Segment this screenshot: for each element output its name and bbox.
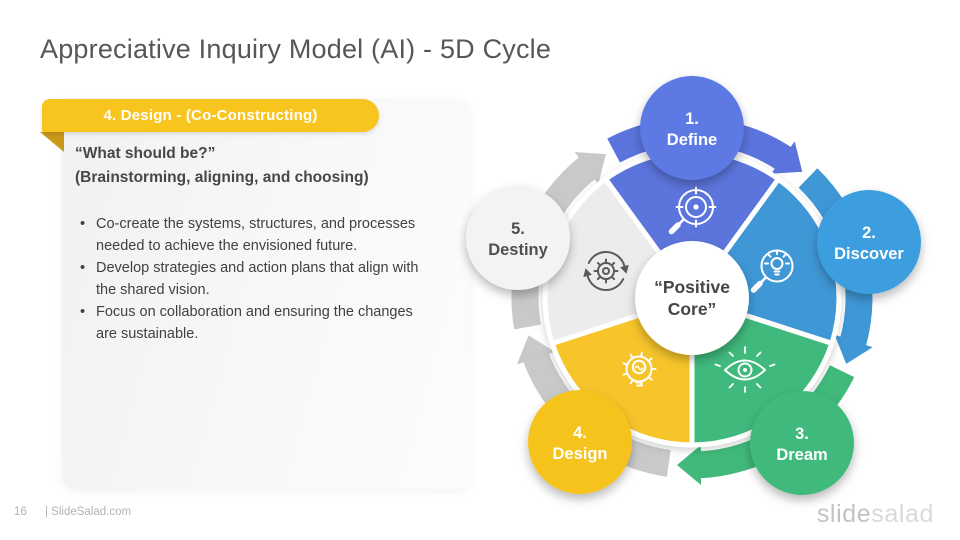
ring-arrowhead-discover xyxy=(834,334,873,364)
node-define-number: 1. xyxy=(685,110,699,128)
brand-logo-part2: salad xyxy=(871,500,934,528)
footer-site: | SlideSalad.com xyxy=(45,506,132,518)
footer: 16 | SlideSalad.com xyxy=(14,506,131,518)
node-dream-label: Dream xyxy=(776,446,827,464)
bullet-list: Co-create the systems, structures, and p… xyxy=(75,213,420,345)
positive-core-label-line2: Core” xyxy=(668,299,717,319)
target-magnifier-icon xyxy=(668,186,717,235)
vision-eye-icon xyxy=(714,346,776,393)
brand-logo-part1: slide xyxy=(816,500,872,528)
node-design-label: Design xyxy=(552,445,607,463)
node-destiny-circle xyxy=(466,186,570,290)
bulb-magnifier-icon xyxy=(750,249,794,293)
quote-line-1: “What should be?” xyxy=(75,145,216,162)
node-destiny: 5. Destiny xyxy=(466,186,570,290)
ring-arrowhead-design xyxy=(517,335,555,365)
node-design-circle xyxy=(528,390,632,494)
quote-line-2: (Brainstorming, aligning, and choosing) xyxy=(75,169,369,186)
content-panel: “What should be?” (Brainstorming, aligni… xyxy=(62,98,470,489)
positive-core-circle xyxy=(635,241,749,355)
panel-quote: “What should be?” (Brainstorming, aligni… xyxy=(75,142,369,190)
bullet-item: Focus on collaboration and ensuring the … xyxy=(75,301,420,345)
bullet-item: Develop strategies and action plans that… xyxy=(75,257,420,301)
node-dream-number: 3. xyxy=(795,425,809,443)
node-define: 1. Define xyxy=(640,76,744,180)
node-discover-number: 2. xyxy=(862,224,876,242)
badge-fold-triangle xyxy=(40,132,64,152)
positive-core-label-line1: “Positive xyxy=(654,277,730,297)
bullet-item: Co-create the systems, structures, and p… xyxy=(75,213,420,257)
gear-bulb-icon xyxy=(622,351,657,387)
footer-page-number: 16 xyxy=(14,506,27,518)
node-destiny-number: 5. xyxy=(511,220,525,238)
node-dream: 3. Dream xyxy=(750,391,854,495)
gear-cycle-icon xyxy=(583,250,629,292)
node-define-label: Define xyxy=(667,131,717,149)
cycle-diagram: “Positive Core” 1. Define 2. Discover 3.… xyxy=(466,76,921,495)
node-discover-circle xyxy=(817,190,921,294)
node-design: 4. Design xyxy=(528,390,632,494)
node-discover-label: Discover xyxy=(834,245,904,263)
slide-title: Appreciative Inquiry Model (AI) - 5D Cyc… xyxy=(40,34,552,64)
brand-logo: slidesalad xyxy=(817,500,934,529)
node-design-number: 4. xyxy=(573,424,587,442)
ring-arrowhead-define xyxy=(771,141,803,174)
node-discover: 2. Discover xyxy=(817,190,921,294)
node-define-circle xyxy=(640,76,744,180)
node-destiny-label: Destiny xyxy=(488,241,548,259)
ring-arrowhead-dream xyxy=(677,445,701,485)
ring-arrowhead-destiny xyxy=(574,152,606,185)
section-badge: 4. Design - (Co-Constructing) xyxy=(42,99,379,132)
node-dream-circle xyxy=(750,391,854,495)
